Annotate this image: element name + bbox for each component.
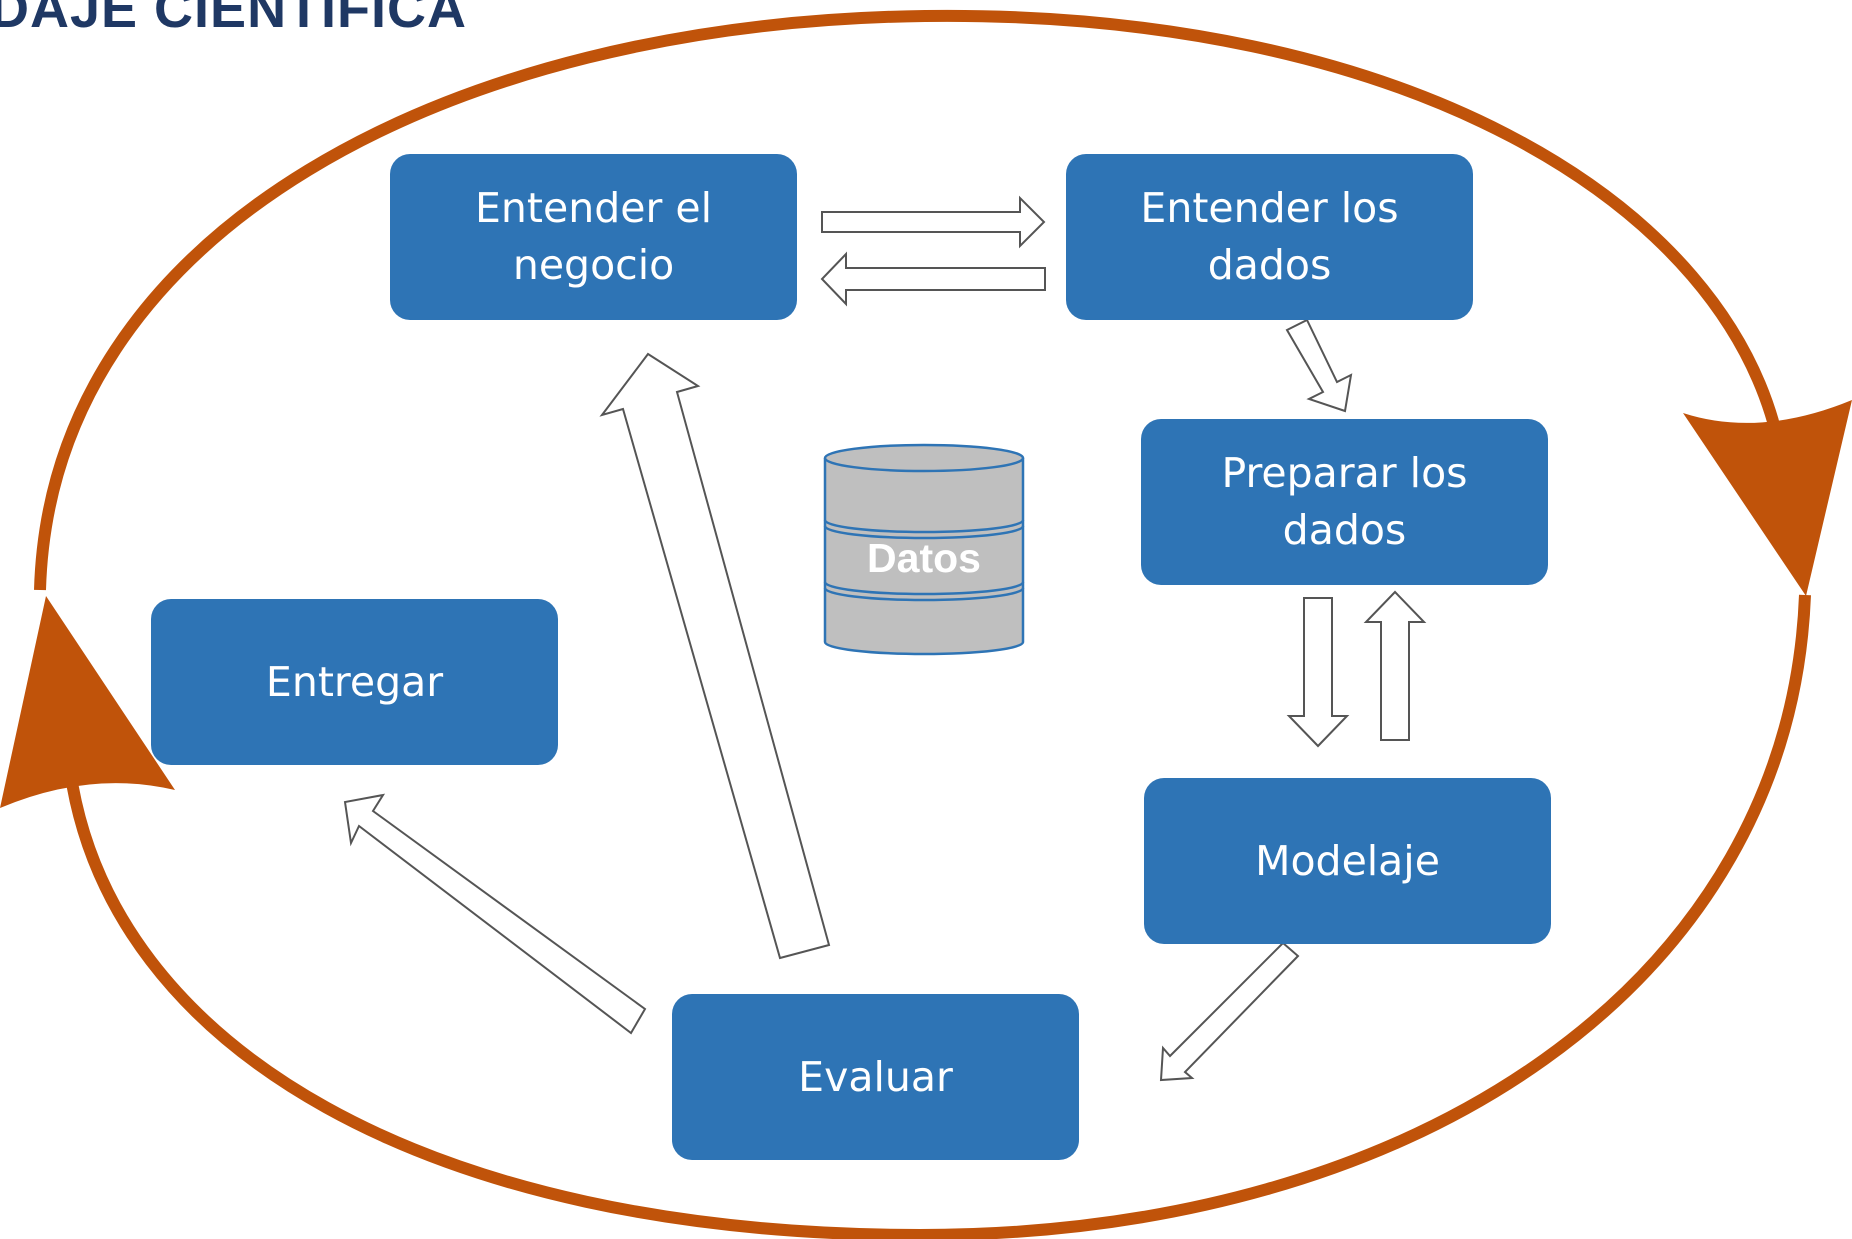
node-label: Entender los <box>1140 184 1399 232</box>
arrow-data-to-business <box>820 251 1046 307</box>
arrow-model-to-evaluate <box>1159 941 1300 1082</box>
arrow-business-to-data <box>821 195 1046 249</box>
cycle-arc-top <box>34 9 1786 591</box>
arrow-data-to-prepare <box>1285 318 1353 413</box>
arrow-prepare-to-model <box>1286 597 1350 748</box>
node-label: Evaluar <box>798 1052 953 1101</box>
node-label: dados <box>1282 506 1407 554</box>
arrow-evaluate-to-deliver <box>343 793 647 1035</box>
cycle-arrowhead-left <box>0 596 175 808</box>
page-title: DAJE CIENTIFICA <box>0 0 468 39</box>
node-modeling: Modelaje <box>1144 778 1551 944</box>
node-deliver: Entregar <box>151 599 558 765</box>
node-understand-business: Entender el negocio <box>390 154 797 320</box>
node-evaluate: Evaluar <box>672 994 1079 1160</box>
node-label: dados <box>1207 241 1332 289</box>
node-label: negocio <box>512 241 675 289</box>
database-icon <box>823 443 1025 656</box>
node-label: Preparar los <box>1221 449 1468 497</box>
node-label: Modelaje <box>1255 836 1440 885</box>
node-understand-data: Entender los dados <box>1066 154 1473 320</box>
node-label: Entender el <box>475 184 712 232</box>
cycle-arc-bottom <box>64 594 1811 1239</box>
database-label: Datos <box>867 535 981 581</box>
cycle-arrowhead-right <box>1683 400 1852 596</box>
node-prepare-data: Preparar los dados <box>1141 419 1548 585</box>
cycle-arrows <box>34 9 1811 1239</box>
node-label: Entregar <box>265 657 444 706</box>
arrow-model-to-prepare <box>1363 590 1427 741</box>
arrow-evaluate-to-business <box>599 352 831 960</box>
